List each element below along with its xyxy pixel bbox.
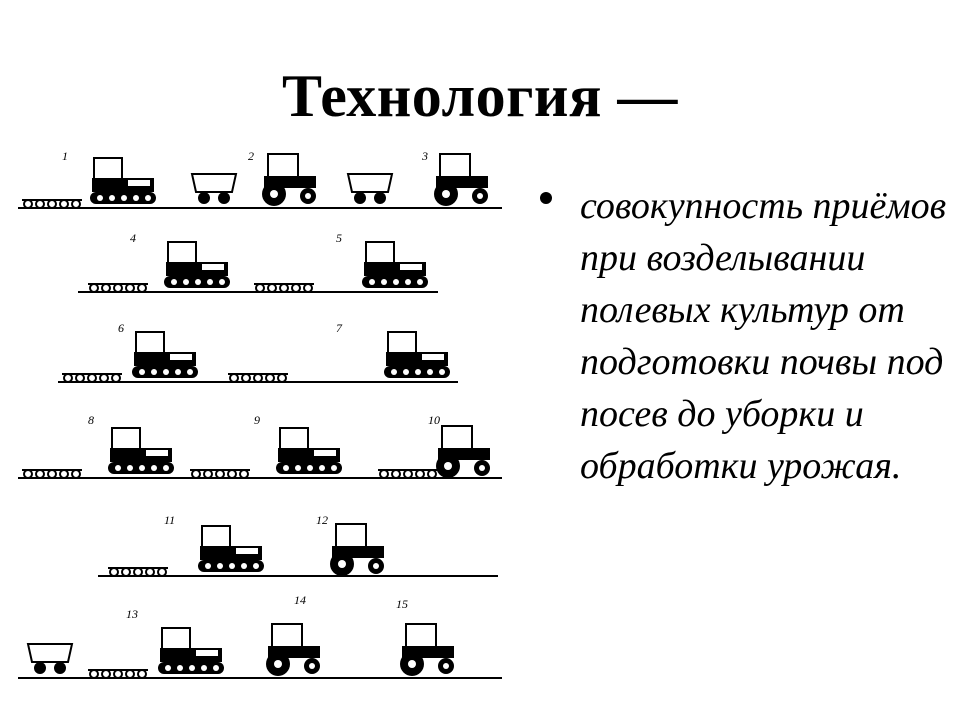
machine-number: 6 [118, 321, 124, 335]
tractor-machinery-drawing: 1 2 3 4 5 6 7 8 9 10 11 12 [18, 149, 502, 679]
bullet-icon [540, 192, 552, 204]
machine-number: 3 [421, 149, 428, 163]
ground-lines [18, 207, 502, 679]
slide-title: Технология — [282, 63, 678, 129]
machine-number: 14 [294, 593, 306, 607]
machine-number: 8 [88, 413, 94, 427]
tractor-illustration: 1 2 3 4 5 6 7 8 9 10 11 12 [18, 130, 502, 690]
machine-number: 12 [316, 513, 328, 527]
machine-number: 10 [428, 413, 440, 427]
machine-number: 9 [254, 413, 260, 427]
machine-number: 11 [164, 513, 175, 527]
machine-number: 13 [126, 607, 138, 621]
machine-number: 4 [130, 231, 136, 245]
machine-number: 5 [336, 231, 342, 245]
machine-number: 15 [396, 597, 408, 611]
machine-number: 7 [336, 321, 343, 335]
bullet-text: совокупность приёмов при возделывании по… [580, 185, 947, 487]
machine-number: 2 [248, 149, 254, 163]
machine-number: 1 [62, 149, 68, 163]
